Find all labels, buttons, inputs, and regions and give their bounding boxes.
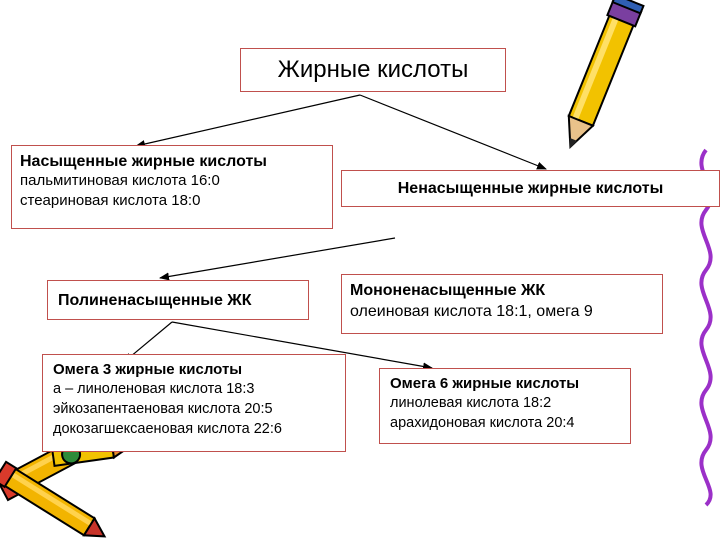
- polyunsaturated-node: Полиненасыщенные ЖК: [47, 280, 309, 320]
- pencil-icon: [567, 0, 645, 150]
- unsaturated-node: Ненасыщенные жирные кислоты: [341, 170, 720, 207]
- arrow-root-to-unsaturated: [359, 94, 547, 170]
- omega3-node: Омега 3 жирные кислоты а – линоленовая к…: [42, 354, 346, 452]
- arrow-poly-to-omega6: [171, 321, 433, 371]
- omega3-item: эйкозапентаеновая кислота 20:5: [53, 401, 273, 417]
- monounsaturated-title: Мононенасыщенные ЖК: [350, 282, 546, 299]
- omega3-item: докозагшексаеновая кислота 22:6: [53, 421, 282, 437]
- unsaturated-title: Ненасыщенные жирные кислоты: [397, 180, 664, 197]
- polyunsaturated-title: Полиненасыщенные ЖК: [58, 291, 252, 309]
- saturated-node: Насыщенные жирные кислоты пальмитиновая …: [11, 145, 333, 229]
- omega6-node: Омега 6 жирные кислоты линолевая кислота…: [379, 368, 631, 444]
- root-node: Жирные кислоты: [240, 48, 506, 92]
- monounsaturated-item: олеиновая кислота 18:1, омега 9: [350, 303, 593, 320]
- omega3-title: Омега 3 жирные кислоты: [53, 361, 243, 378]
- arrow-unsaturated-to-poly: [159, 237, 396, 281]
- wavy-line: [699, 148, 713, 507]
- root-title: Жирные кислоты: [277, 56, 469, 83]
- monounsaturated-node: Мононенасыщенные ЖК олеиновая кислота 18…: [341, 274, 663, 334]
- saturated-item: пальмитиновая кислота 16:0: [20, 172, 220, 189]
- omega3-item: а – линоленовая кислота 18:3: [53, 381, 255, 397]
- omega6-item: линолевая кислота 18:2: [390, 395, 552, 411]
- omega6-item: арахидоновая кислота 20:4: [390, 415, 575, 431]
- arrow-root-to-saturated: [135, 94, 361, 148]
- saturated-title: Насыщенные жирные кислоты: [20, 153, 267, 170]
- omega6-title: Омега 6 жирные кислоты: [390, 375, 580, 392]
- saturated-item: стеариновая кислота 18:0: [20, 192, 201, 209]
